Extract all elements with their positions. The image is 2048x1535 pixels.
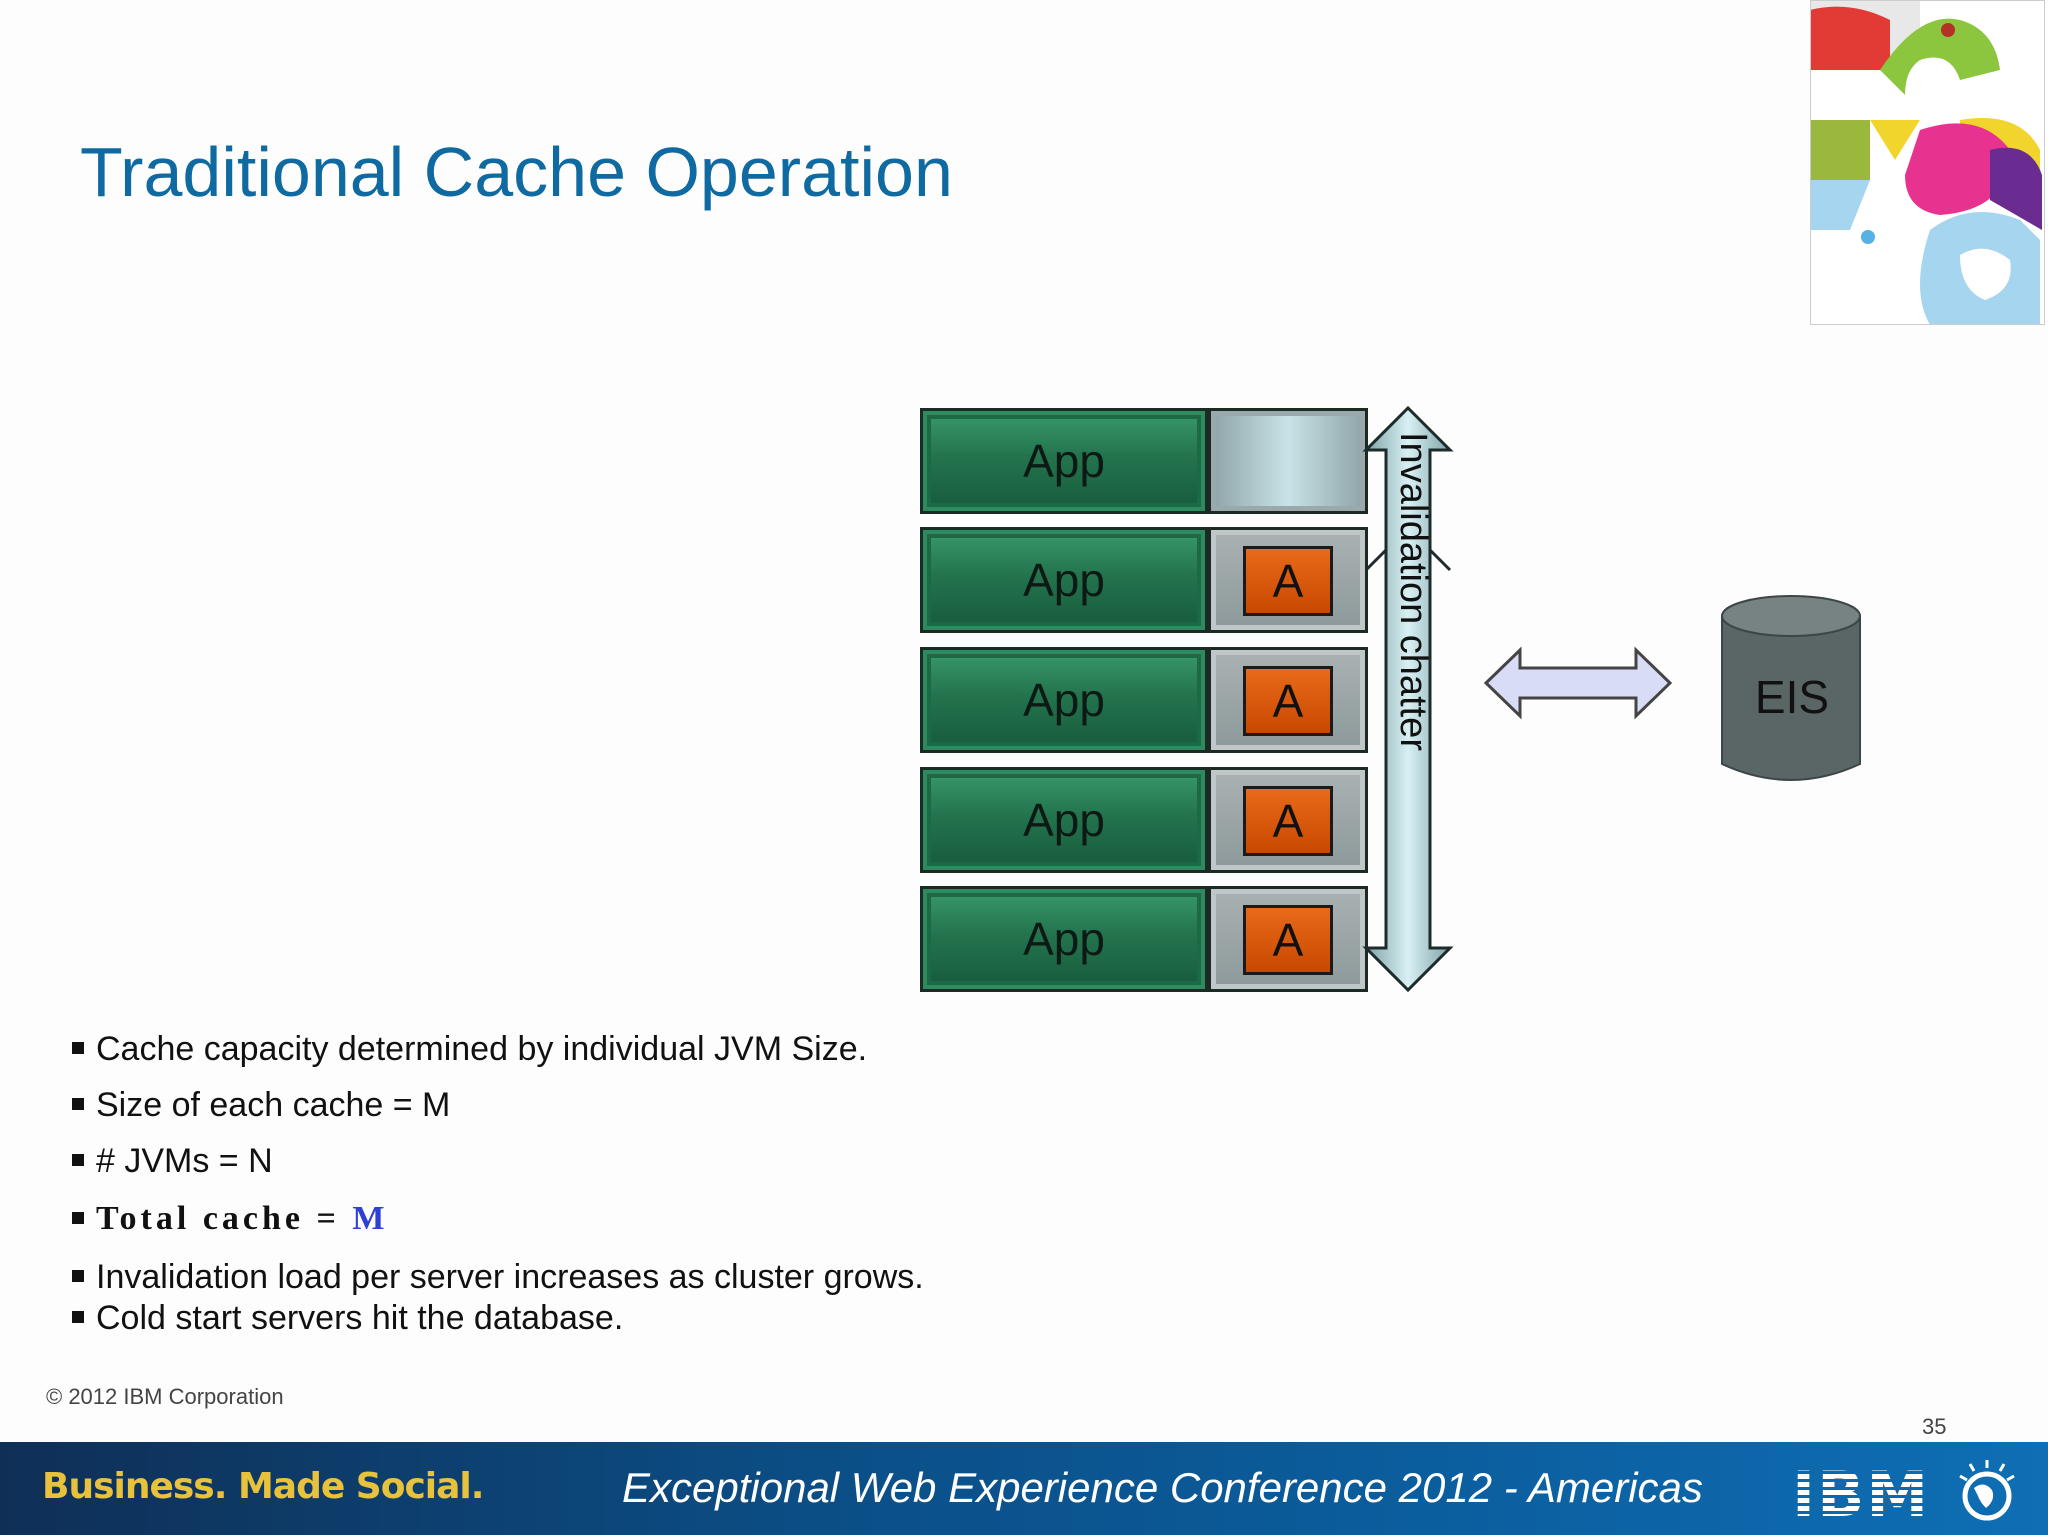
footer-banner: Business. Made Social. Exceptional Web E… bbox=[0, 1442, 2048, 1535]
cache-box: A bbox=[1208, 527, 1368, 633]
slide-title: Traditional Cache Operation bbox=[80, 133, 953, 211]
bullet-item: Invalidation load per server increases a… bbox=[72, 1258, 924, 1297]
bullet-item: Cold start servers hit the database. bbox=[72, 1299, 623, 1338]
app-box bbox=[920, 647, 1208, 753]
globe-icon bbox=[1959, 1460, 2015, 1521]
app-box bbox=[920, 527, 1208, 633]
tagline: Business. Made Social. bbox=[42, 1466, 484, 1507]
app-box bbox=[920, 408, 1208, 514]
app-label: App bbox=[1023, 674, 1105, 726]
bullet-item: # JVMs = N bbox=[72, 1142, 273, 1181]
conference-name: Exceptional Web Experience Conference 20… bbox=[622, 1464, 1703, 1511]
cached-item-a: A bbox=[1243, 666, 1333, 736]
app-row-1: App bbox=[920, 408, 1368, 514]
double-arrow-icon bbox=[1483, 646, 1673, 720]
total-cache-value: M bbox=[352, 1200, 389, 1237]
app-row-5: App A bbox=[920, 886, 1368, 992]
cache-box: A bbox=[1208, 886, 1368, 992]
cache-box: A bbox=[1208, 647, 1368, 753]
app-row-3: App A bbox=[920, 647, 1368, 753]
app-box bbox=[920, 767, 1208, 873]
bullet-item-total-cache: Total cache = M bbox=[72, 1200, 388, 1238]
copyright: © 2012 IBM Corporation bbox=[46, 1384, 284, 1409]
app-label: App bbox=[1023, 913, 1105, 965]
app-row-4: App A bbox=[920, 767, 1368, 873]
bullet-item: Size of each cache = M bbox=[72, 1086, 450, 1125]
cache-box: A bbox=[1208, 767, 1368, 873]
conference-logo bbox=[1810, 0, 2045, 325]
cached-item-a: A bbox=[1243, 546, 1333, 616]
app-box bbox=[920, 886, 1208, 992]
invalidation-chatter-label: Invalidation chatter bbox=[1392, 432, 1434, 751]
bullet-item: Cache capacity determined by individual … bbox=[72, 1030, 867, 1069]
app-label: App bbox=[1023, 435, 1105, 487]
app-label: App bbox=[1023, 554, 1105, 606]
cached-item-a: A bbox=[1243, 905, 1333, 975]
invalidation-arrow bbox=[1362, 405, 1454, 993]
page-number: 35 bbox=[1922, 1414, 1947, 1439]
eis-label: EIS bbox=[1754, 671, 1830, 723]
ibm-logo: IBM bbox=[1792, 1458, 1931, 1531]
database-icon bbox=[1721, 595, 1861, 781]
cached-item-a: A bbox=[1243, 786, 1333, 856]
app-label: App bbox=[1023, 794, 1105, 846]
empty-cache-box bbox=[1208, 408, 1368, 514]
app-row-2: App A bbox=[920, 527, 1368, 633]
